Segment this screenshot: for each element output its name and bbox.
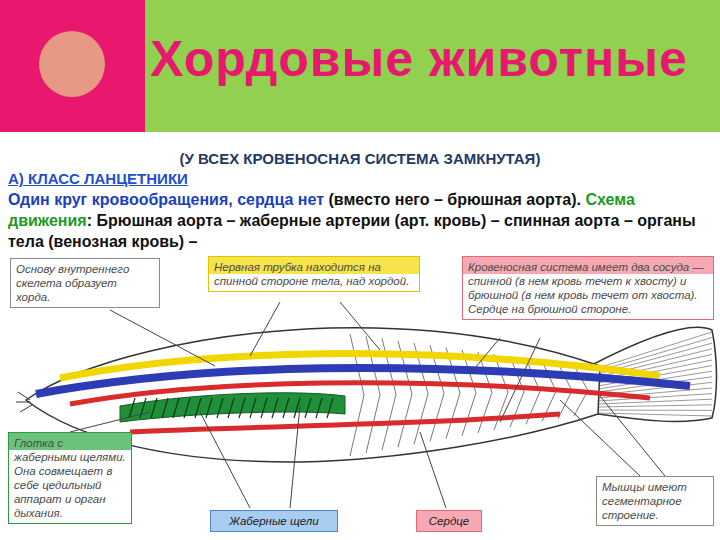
fin-ray bbox=[598, 399, 712, 404]
callout-text: Нервная трубка находится на спинной стор… bbox=[214, 260, 414, 288]
header-green-bar bbox=[145, 0, 720, 132]
gill-slit bbox=[305, 398, 311, 418]
description-paragraph: Один круг кровообращения, сердца нет (вме… bbox=[8, 189, 714, 252]
leader-line bbox=[110, 310, 215, 366]
callout-text: Сердце bbox=[422, 514, 476, 528]
fin-ray bbox=[598, 338, 712, 371]
paragraph-text: : Брюшная аорта – жаберные артерии (арт.… bbox=[8, 212, 696, 250]
leader-line bbox=[200, 412, 250, 508]
leader-line bbox=[600, 396, 665, 476]
callout-text: Жаберные щели bbox=[216, 514, 332, 528]
callout-text: Мышцы имеют сегментарное строение. bbox=[602, 480, 708, 522]
chord-callout: Основу внутреннего скелета образует хорд… bbox=[10, 258, 160, 308]
header-circle bbox=[39, 31, 105, 97]
gill-slit bbox=[129, 398, 135, 418]
ventral-aorta bbox=[130, 414, 560, 432]
gill-slit bbox=[239, 398, 245, 418]
fin-ray bbox=[598, 405, 712, 407]
subheading: (У ВСЕХ КРОВЕНОСНАЯ СИСТЕМА ЗАМКНУТАЯ) bbox=[0, 150, 720, 167]
gill-slit bbox=[261, 398, 267, 418]
leader-line bbox=[420, 432, 446, 508]
leader-line bbox=[70, 412, 150, 432]
callout-text: Основу внутреннего скелета образует хорд… bbox=[16, 262, 154, 304]
gill-slits-callout: Жаберные щели bbox=[210, 510, 338, 532]
gill-slit bbox=[327, 398, 333, 418]
callout-text: Кровеносная система имеет два сосуда — с… bbox=[468, 260, 708, 316]
gill-slit bbox=[316, 398, 322, 418]
leader-line bbox=[290, 406, 300, 508]
paragraph-text: (вместо него – брюшная аорта). bbox=[329, 191, 582, 208]
callout-text: Глотка с жаберными щелями. Она совмещает… bbox=[14, 436, 126, 520]
leader-line bbox=[500, 338, 540, 422]
leader-lines bbox=[70, 302, 665, 508]
gill-slit bbox=[162, 398, 168, 418]
leader-line bbox=[340, 302, 380, 350]
gill-slit bbox=[217, 398, 223, 418]
fin-ray bbox=[598, 410, 712, 411]
gill-slit bbox=[140, 398, 146, 418]
leader-line bbox=[560, 400, 640, 476]
muscle-segment bbox=[446, 347, 460, 438]
oral-cirri bbox=[16, 392, 32, 412]
pharynx-callout: Глотка с жаберными щелями. Она совмещает… bbox=[8, 432, 132, 524]
gill-slit bbox=[250, 398, 256, 418]
gill-slits bbox=[129, 398, 333, 418]
leader-line bbox=[250, 302, 280, 356]
gill-slit bbox=[184, 398, 190, 418]
pharynx bbox=[120, 393, 345, 422]
heart-callout: Сердце bbox=[416, 510, 482, 532]
gill-slit bbox=[195, 398, 201, 418]
gill-slit bbox=[173, 398, 179, 418]
muscles-callout: Мышцы имеют сегментарное строение. bbox=[596, 476, 714, 526]
muscle-segment bbox=[462, 350, 476, 436]
gill-slit bbox=[272, 398, 278, 418]
slide-title: Хордовые животные bbox=[150, 30, 688, 88]
gill-slit bbox=[283, 398, 289, 418]
nerve-tube-callout: Нервная трубка находится на спинной стор… bbox=[208, 256, 420, 292]
gill-slit bbox=[206, 398, 212, 418]
paragraph-text: Один круг кровообращения, сердца нет bbox=[8, 191, 324, 208]
leader-line bbox=[470, 338, 500, 374]
muscle-segment bbox=[430, 345, 444, 441]
header-pink-block bbox=[0, 0, 145, 132]
gill-slit bbox=[228, 398, 234, 418]
gill-slit bbox=[151, 398, 157, 418]
class-heading: А) КЛАСС ЛАНЦЕТНИКИ bbox=[8, 170, 188, 187]
circulation-callout: Кровеносная система имеет два сосуда — с… bbox=[462, 256, 714, 320]
